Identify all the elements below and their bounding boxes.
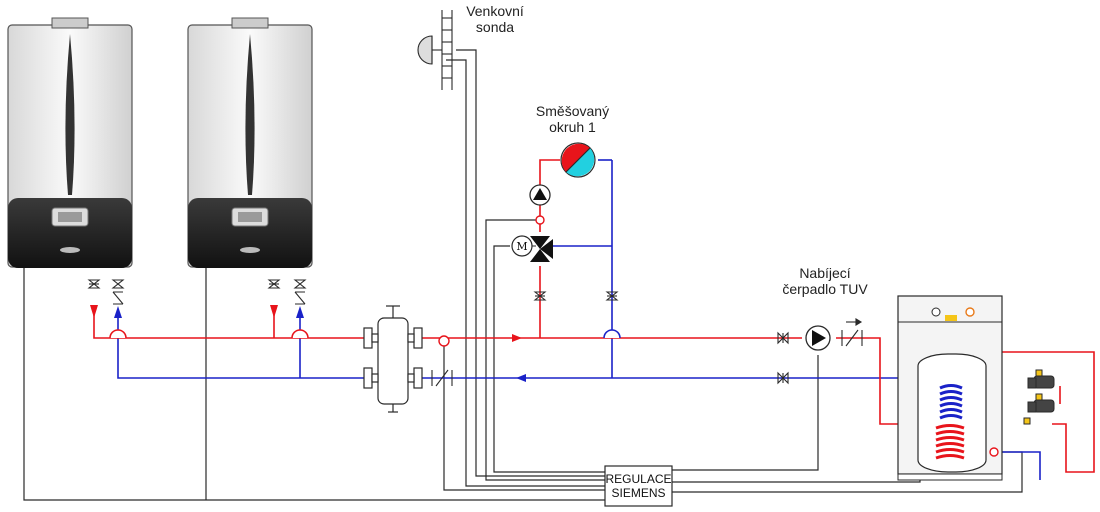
controller-label-line1: REGULACE: [605, 472, 672, 486]
controller-label: REGULACE SIEMENS: [605, 472, 672, 500]
tank-temperature-probe: [989, 447, 999, 457]
flow-arrows: [90, 305, 526, 382]
motor-letter: M: [516, 240, 527, 253]
charging-pump-label-line1: Nabíjecí: [799, 265, 851, 281]
control-wiring: [23, 49, 1023, 501]
mixed-circuit-pump: [529, 184, 551, 206]
outdoor-sensor: [417, 10, 453, 90]
hydraulic-separator: [363, 305, 423, 413]
mixing-valve-motor: [511, 235, 536, 257]
charging-pump: [805, 325, 831, 351]
hot-water-tank: [897, 295, 1003, 481]
mixing-valve: [530, 236, 553, 262]
mixed-circuit-supply-probe: [535, 215, 545, 225]
controller-label-line2: SIEMENS: [611, 486, 666, 500]
tank-coils: [935, 384, 965, 460]
mixed-circuit-label-line1: Směšovaný: [535, 103, 610, 119]
outdoor-sensor-label-line2: sonda: [475, 19, 515, 35]
boiler-valves: [87, 279, 307, 305]
separator-temperature-probe: [438, 335, 450, 347]
charging-pump-label-line2: čerpadlo TUV: [782, 281, 868, 297]
controller-box: [604, 465, 673, 507]
outdoor-sensor-label: Venkovní sonda: [455, 3, 535, 35]
water-taps: [1023, 369, 1055, 425]
pipe-crossovers: [109, 329, 621, 339]
mixed-circuit-label: Směšovaný okruh 1: [525, 103, 620, 135]
mixed-circuit-valves: [533, 291, 619, 301]
mixed-circuit-label-line2: okruh 1: [549, 119, 596, 135]
outdoor-sensor-label-line1: Venkovní: [466, 3, 524, 19]
charging-check-valve: [841, 318, 863, 347]
room-unit: [560, 142, 596, 178]
charging-pump-label: Nabíjecí čerpadlo TUV: [770, 265, 880, 297]
boiler-2: [187, 17, 313, 268]
boiler-1: [7, 17, 133, 268]
charging-pump-valves: [777, 331, 789, 385]
return-check-valve: [431, 369, 453, 387]
